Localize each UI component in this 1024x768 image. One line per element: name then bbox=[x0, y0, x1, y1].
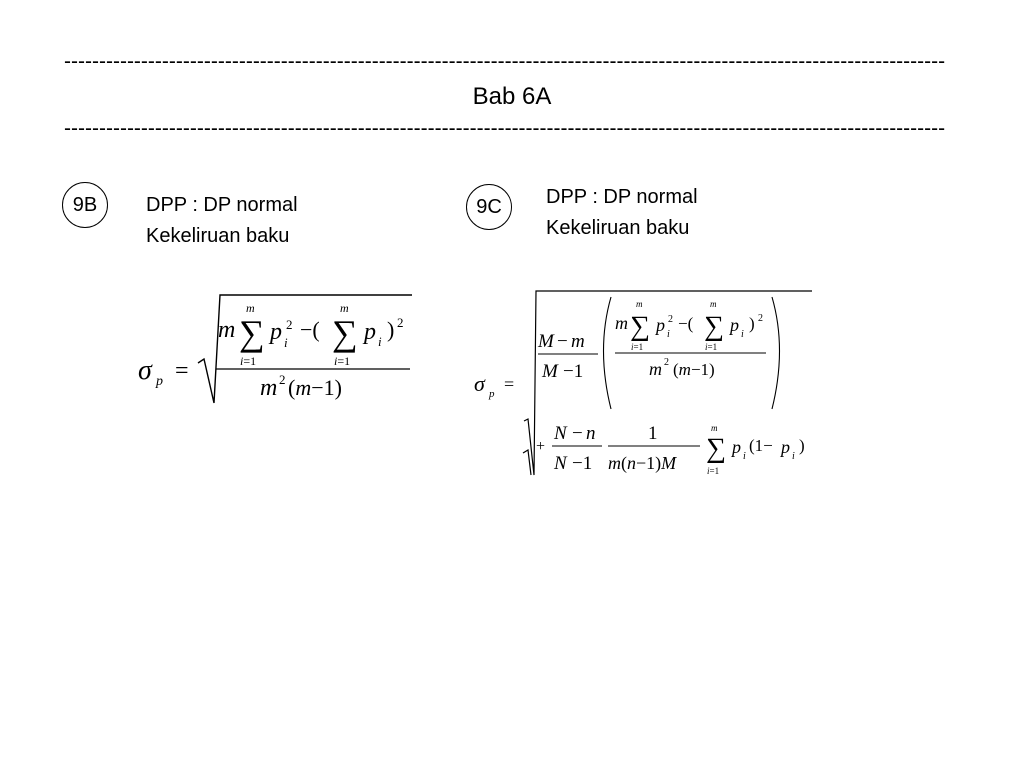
left-label-kekeliruan: Kekeliruan baku bbox=[146, 225, 290, 247]
svg-text:): ) bbox=[799, 436, 805, 455]
svg-text:i: i bbox=[741, 329, 744, 340]
svg-text:i=1: i=1 bbox=[631, 342, 643, 352]
left-label-dpp: DPP : DP normal bbox=[146, 194, 298, 216]
svg-text:i: i bbox=[667, 329, 670, 340]
svg-text:m: m bbox=[649, 359, 662, 379]
svg-text:i=1: i=1 bbox=[240, 354, 256, 368]
svg-text:=: = bbox=[175, 358, 189, 384]
divider-top: ----------------------------------------… bbox=[64, 50, 946, 73]
svg-text:M: M bbox=[537, 331, 555, 352]
svg-text:i=1: i=1 bbox=[707, 466, 719, 476]
svg-text:m: m bbox=[636, 299, 643, 309]
svg-text:m: m bbox=[615, 313, 628, 333]
divider-bottom: ----------------------------------------… bbox=[64, 117, 946, 140]
svg-text:−(: −( bbox=[678, 314, 694, 333]
formula-9c: σ p = M − m M −1 m ∑ m i=1 p 2 i −( ∑ m … bbox=[474, 290, 812, 476]
svg-text:(m−1): (m−1) bbox=[673, 360, 715, 379]
svg-text:m: m bbox=[218, 317, 235, 343]
svg-text:σ: σ bbox=[474, 371, 486, 396]
svg-text:+: + bbox=[536, 438, 545, 455]
svg-text:p: p bbox=[488, 388, 495, 400]
svg-text:−(: −( bbox=[300, 317, 320, 342]
svg-text:p: p bbox=[362, 319, 376, 345]
badge-9c-label: 9C bbox=[476, 195, 502, 218]
svg-text:m: m bbox=[340, 301, 349, 315]
svg-text:2: 2 bbox=[664, 357, 669, 368]
svg-text:2: 2 bbox=[397, 315, 404, 330]
svg-text:∑: ∑ bbox=[706, 433, 726, 464]
formula-9b: σ p = m ∑ m i=1 p 2 i −( ∑ m i=1 p i ) 2… bbox=[138, 294, 412, 404]
svg-text:m: m bbox=[260, 375, 277, 401]
svg-text:p: p bbox=[155, 374, 163, 389]
svg-text:(1−: (1− bbox=[749, 436, 773, 455]
svg-text:i: i bbox=[743, 451, 746, 462]
svg-text:2: 2 bbox=[758, 313, 763, 324]
svg-text:): ) bbox=[749, 314, 755, 333]
badge-9b-label: 9B bbox=[72, 193, 98, 216]
svg-text:M: M bbox=[541, 361, 559, 382]
svg-text:N: N bbox=[553, 453, 568, 474]
svg-text:p: p bbox=[728, 315, 739, 335]
svg-text:): ) bbox=[387, 317, 394, 342]
svg-text:∑: ∑ bbox=[704, 311, 724, 342]
svg-text:2: 2 bbox=[279, 372, 286, 387]
svg-text:∑: ∑ bbox=[239, 313, 265, 353]
svg-text:N: N bbox=[553, 423, 568, 444]
svg-text:i: i bbox=[284, 335, 288, 350]
svg-text:−1: −1 bbox=[572, 453, 592, 474]
svg-text:i=1: i=1 bbox=[705, 342, 717, 352]
right-label-dpp: DPP : DP normal bbox=[546, 186, 698, 208]
badge-9b: 9B bbox=[62, 182, 108, 228]
svg-text:m: m bbox=[710, 299, 717, 309]
svg-text:i=1: i=1 bbox=[334, 354, 350, 368]
svg-text:p: p bbox=[779, 437, 790, 457]
svg-text:∑: ∑ bbox=[630, 311, 650, 342]
page-title: Bab 6A bbox=[472, 83, 552, 110]
svg-text:p: p bbox=[730, 437, 741, 457]
svg-text:m(n−1)M: m(n−1)M bbox=[608, 453, 677, 474]
svg-text:∑: ∑ bbox=[332, 313, 358, 353]
svg-text:2: 2 bbox=[668, 314, 673, 325]
svg-text:−: − bbox=[572, 423, 583, 444]
svg-text:n: n bbox=[586, 423, 596, 444]
svg-text:m: m bbox=[571, 331, 585, 352]
svg-text:1: 1 bbox=[648, 423, 658, 444]
svg-text:p: p bbox=[654, 315, 665, 335]
svg-text:−: − bbox=[557, 331, 568, 352]
badge-9c: 9C bbox=[466, 184, 512, 230]
right-label-kekeliruan: Kekeliruan baku bbox=[546, 217, 690, 239]
svg-text:=: = bbox=[504, 374, 514, 394]
svg-text:2: 2 bbox=[286, 317, 293, 332]
svg-text:m: m bbox=[711, 423, 718, 433]
svg-text:σ: σ bbox=[138, 355, 153, 386]
svg-text:i: i bbox=[792, 451, 795, 462]
svg-text:p: p bbox=[268, 319, 282, 345]
svg-text:m: m bbox=[246, 301, 255, 315]
svg-text:(m−1): (m−1) bbox=[288, 375, 342, 400]
svg-text:i: i bbox=[378, 334, 382, 349]
svg-text:−1: −1 bbox=[563, 361, 583, 382]
